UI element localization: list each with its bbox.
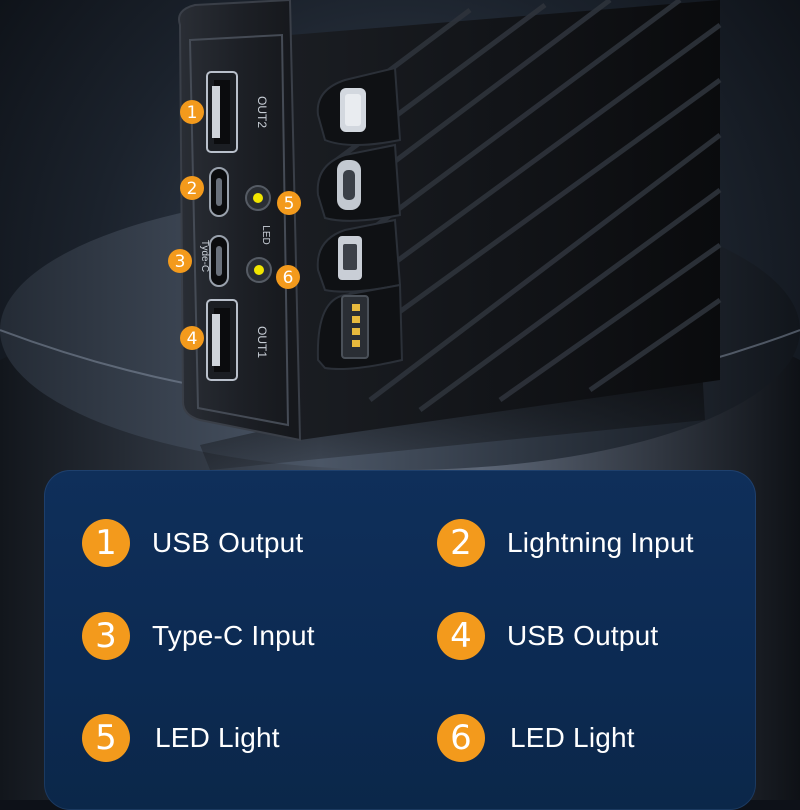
svg-text:6: 6: [283, 268, 294, 288]
legend-label: Lightning Input: [507, 527, 694, 558]
legend-label: USB Output: [152, 527, 304, 558]
number-badge: 5: [82, 714, 130, 762]
number-badge: 2: [437, 519, 485, 567]
type-c-port-upper: [209, 167, 229, 217]
number-badge: 3: [82, 612, 130, 660]
built-in-cables: [316, 66, 404, 370]
lightning-cable-connector: [316, 66, 402, 146]
type-c-port-lower: [209, 235, 229, 287]
usb-port-out2: [206, 71, 238, 153]
label-out1: OUT1: [255, 326, 269, 358]
legend-item-4: 4 USB Output: [437, 610, 658, 662]
legend-panel: [44, 470, 756, 810]
label-led: LED: [260, 225, 271, 244]
callout-4: 4: [180, 326, 204, 350]
number-badge: 1: [82, 519, 130, 567]
power-bank: [178, 0, 722, 442]
usb-port-out1: [206, 299, 238, 381]
svg-text:1: 1: [187, 103, 198, 123]
label-out2: OUT2: [255, 96, 269, 128]
led-light-upper: [245, 185, 271, 211]
callout-6: 6: [276, 265, 300, 289]
legend-item-1: 1 USB Output: [82, 517, 303, 569]
legend-label: Type-C Input: [152, 620, 315, 651]
svg-text:5: 5: [284, 194, 295, 214]
label-type-c: Tyde-C: [199, 240, 210, 272]
callout-3: 3: [168, 249, 192, 273]
usb-a-cable-connector: [316, 283, 404, 370]
callout-1: 1: [180, 100, 204, 124]
legend-item-6: 6 LED Light: [437, 712, 635, 764]
number-badge: 4: [437, 612, 485, 660]
legend-item-2: 2 Lightning Input: [437, 517, 694, 569]
svg-text:2: 2: [187, 179, 198, 199]
legend-item-3: 3 Type-C Input: [82, 610, 315, 662]
micro-usb-cable-connector: [316, 218, 402, 293]
led-light-lower: [246, 257, 272, 283]
legend-label: LED Light: [155, 722, 280, 753]
legend-label: LED Light: [510, 722, 635, 753]
callout-5: 5: [277, 191, 301, 215]
legend-item-5: 5 LED Light: [82, 712, 280, 764]
legend-label: USB Output: [507, 620, 659, 651]
svg-text:4: 4: [187, 329, 198, 349]
type-c-cable-connector: [316, 143, 402, 222]
callout-2: 2: [180, 176, 204, 200]
svg-text:3: 3: [175, 252, 186, 272]
number-badge: 6: [437, 714, 485, 762]
